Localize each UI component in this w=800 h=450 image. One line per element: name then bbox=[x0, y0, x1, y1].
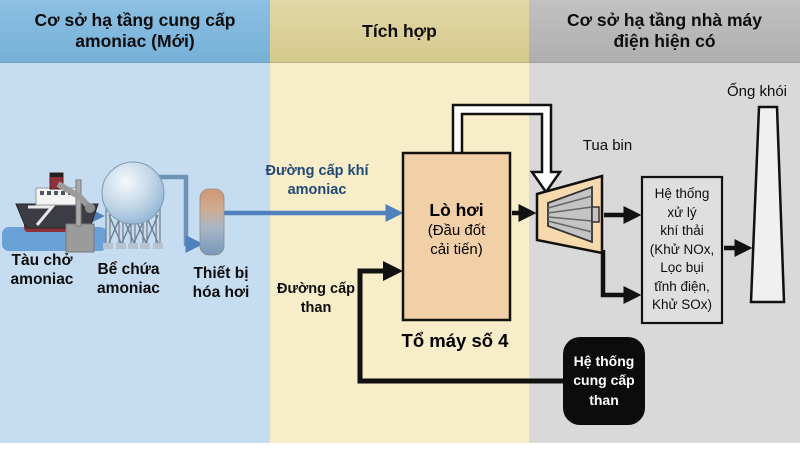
vaporizer-label: Thiết bị hóa hơi bbox=[192, 265, 250, 301]
ammonia-line-label: Đường cấp khí amoniac bbox=[265, 163, 369, 198]
treatment-box bbox=[640, 175, 724, 325]
header-plant-line1: Cơ sở hạ tầng nhà máy bbox=[566, 10, 763, 30]
header-plant-infra: Cơ sở hạ tầng nhà máy điện hiện có bbox=[529, 0, 800, 63]
stack-label: Ống khói bbox=[726, 83, 788, 100]
header-plant-line2: điện hiện có bbox=[613, 31, 716, 51]
tank-label: Bể chứa amoniac bbox=[97, 261, 160, 297]
tank-to-vaporizer-pipe bbox=[157, 174, 204, 253]
header-integration-line1: Tích hợp bbox=[362, 20, 437, 41]
turbine-icon bbox=[535, 174, 604, 255]
coal-supply-box-label: Hệ thống cung cấp than bbox=[573, 352, 635, 408]
coal-line-label: Đường cấp than bbox=[276, 281, 355, 316]
turbine-label: Tua bin bbox=[582, 137, 633, 154]
boiler-box bbox=[401, 151, 512, 322]
coal-supply-line bbox=[357, 261, 567, 384]
turbine-bottom-to-treatment-arrow bbox=[600, 250, 642, 304]
ship-label: Tàu chở amoniac bbox=[10, 252, 74, 288]
storage-sphere-icon bbox=[101, 161, 165, 249]
boiler-sub-line1: (Đầu đốt bbox=[427, 222, 486, 239]
coal-supply-box-shape bbox=[563, 337, 645, 425]
crane-icon bbox=[56, 179, 95, 253]
header-integration: Tích hợp bbox=[270, 0, 529, 63]
unit-label: Tổ máy số 4 bbox=[401, 330, 509, 351]
boiler-title: Lò hơi bbox=[429, 200, 484, 220]
header-ammonia-infra: Cơ sở hạ tầng cung cấp amoniac (Mới) bbox=[0, 0, 270, 63]
steam-pipe bbox=[451, 103, 563, 195]
header-ammonia-line2: amoniac (Mới) bbox=[75, 31, 195, 51]
stack-icon bbox=[749, 105, 786, 304]
treatment-label: Hệ thống xử lý khí thải (Khử NOx, Lọc bụ… bbox=[649, 185, 715, 313]
boiler-label: Lò hơi (Đầu đốt cải tiến) bbox=[403, 199, 510, 259]
vaporizer-icon bbox=[199, 188, 225, 256]
boiler-sub-line2: cải tiến) bbox=[430, 241, 483, 258]
header-ammonia-line1: Cơ sở hạ tầng cung cấp bbox=[34, 10, 236, 30]
